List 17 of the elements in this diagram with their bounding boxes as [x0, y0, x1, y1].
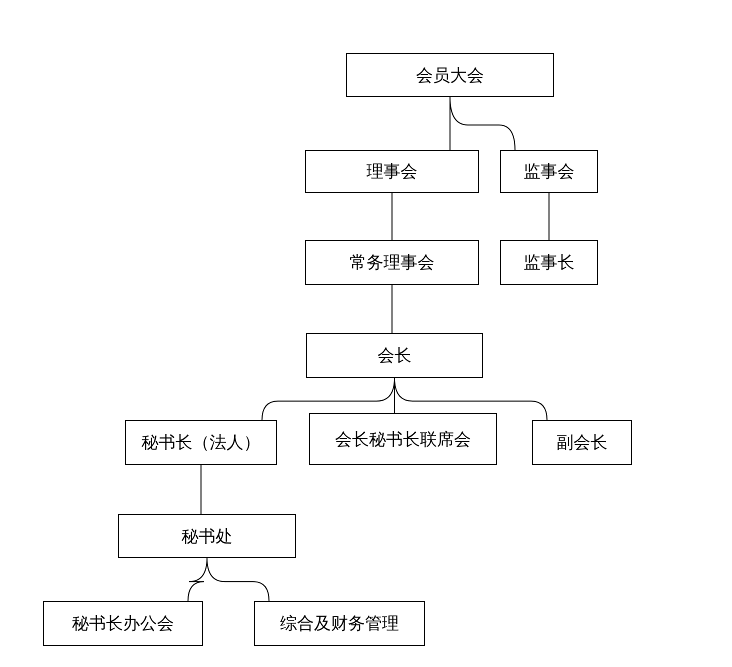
org-box: 综合及财务管理: [254, 601, 425, 646]
org-box: 秘书长办公会: [43, 601, 203, 646]
connector-line: [548, 192, 550, 240]
org-box: 秘书长（法人）: [125, 420, 277, 465]
connector-line: [206, 558, 270, 602]
connector-line: [200, 464, 202, 514]
org-box: 监事长: [500, 240, 598, 285]
org-box: 会长: [306, 333, 483, 378]
org-box: 常务理事会: [305, 240, 479, 285]
org-box: 监事会: [500, 150, 598, 193]
org-box: 会员大会: [346, 53, 554, 97]
connector-line: [394, 378, 548, 420]
org-box: 副会长: [532, 420, 632, 465]
org-box: 理事会: [305, 150, 479, 193]
org-box: 秘书处: [118, 514, 296, 558]
connector-line: [450, 96, 516, 150]
org-box: 会长秘书长联席会: [309, 413, 497, 465]
